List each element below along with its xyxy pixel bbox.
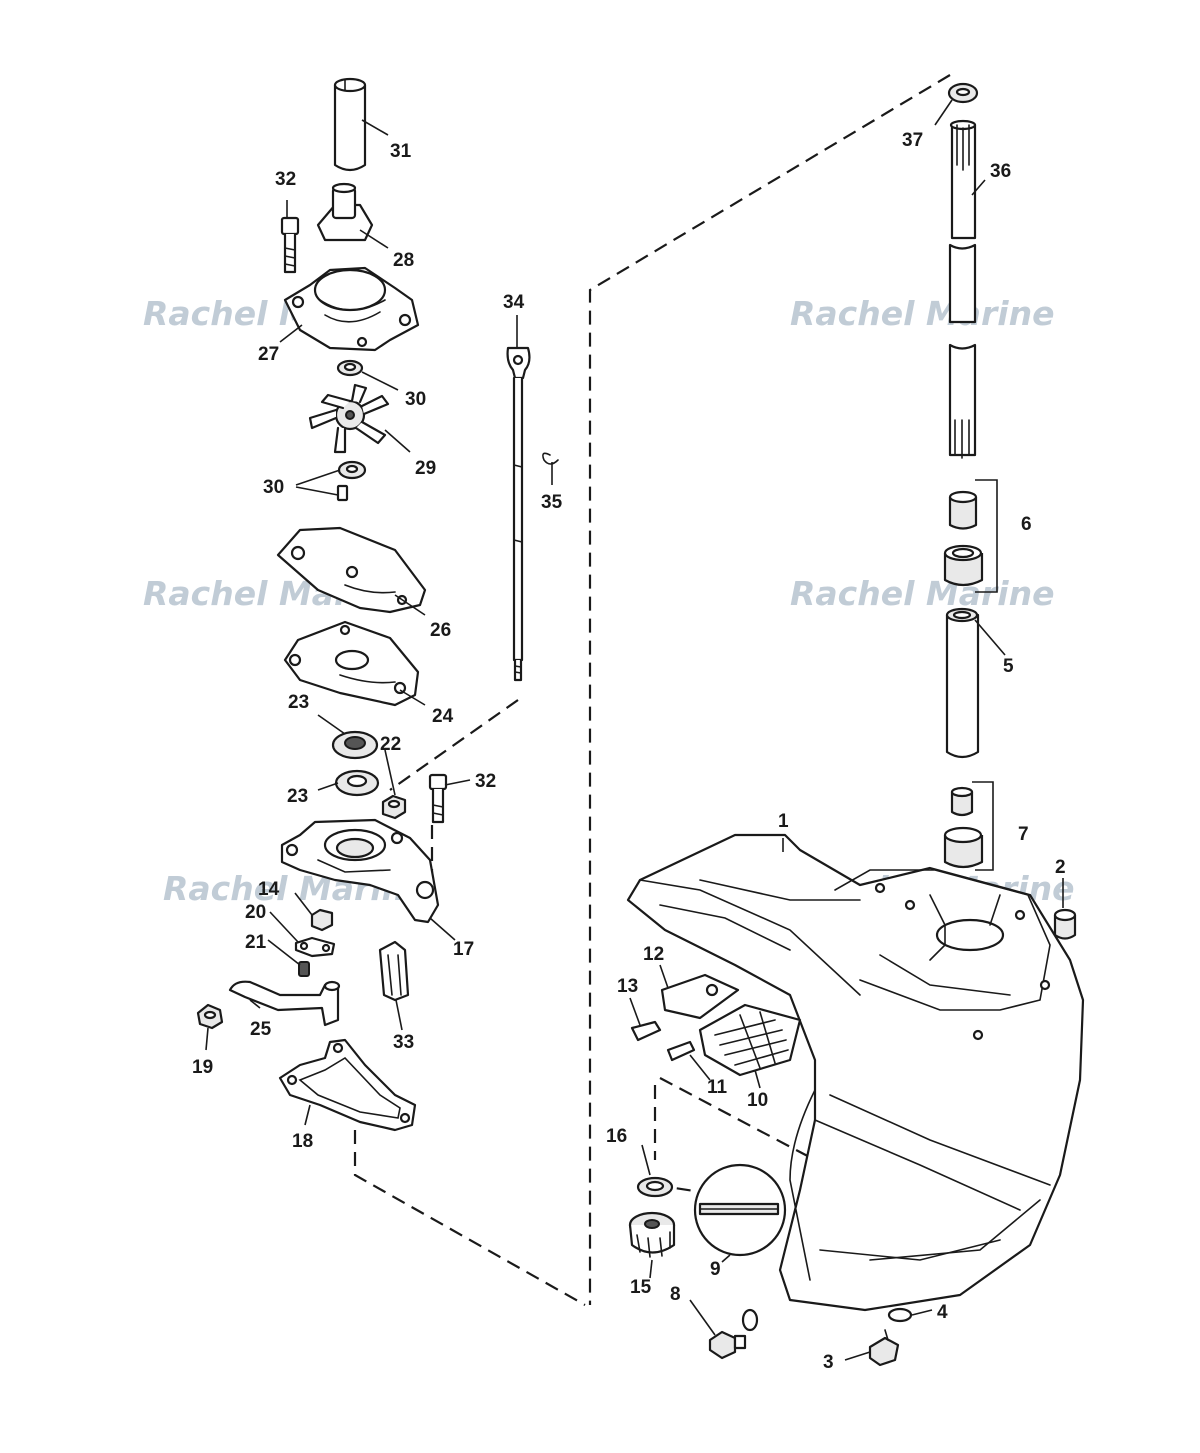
- part-13-screw: [630, 1020, 662, 1042]
- part-8-screw: [708, 1330, 747, 1360]
- part-label: 8: [670, 1284, 681, 1305]
- part-label: 17: [453, 939, 474, 960]
- part-label: 34: [503, 292, 525, 313]
- part-26-plate: [276, 526, 427, 614]
- part-32-bolt: [280, 216, 300, 274]
- part-1-gear-housing: [626, 833, 1085, 1312]
- part-label: 23: [287, 786, 308, 807]
- part-33-seal: [378, 940, 410, 1002]
- part-label: 2: [1055, 857, 1066, 878]
- part-label: 36: [990, 161, 1011, 182]
- part-19-nut: [196, 1003, 224, 1030]
- part-label: 20: [245, 902, 266, 923]
- part-label: 26: [430, 620, 451, 641]
- part-label: 16: [606, 1126, 627, 1147]
- part-20-clip: [294, 936, 336, 958]
- part-4-o-ring: [887, 1307, 913, 1323]
- part-23-seal-upper: [331, 730, 379, 760]
- part-label: 35: [541, 492, 563, 513]
- part-22-nut: [381, 794, 407, 820]
- part-label: 18: [292, 1131, 313, 1152]
- part-label: 30: [405, 389, 426, 410]
- part-label: 4: [937, 1302, 948, 1323]
- part-label: 13: [617, 976, 638, 997]
- part-label: 32: [275, 169, 296, 190]
- part-24-gasket: [283, 620, 420, 707]
- part-label: 29: [415, 458, 436, 479]
- part-label: 14: [258, 879, 280, 900]
- part-label: 3: [823, 1352, 834, 1373]
- part-7-bushing-set: [943, 781, 994, 871]
- part-label: 5: [1003, 656, 1014, 677]
- part-6-bearing-set: [943, 479, 998, 593]
- part-label: 22: [380, 734, 401, 755]
- part-label: 6: [1021, 514, 1032, 535]
- part-30-washer-key: [336, 460, 367, 502]
- part-label: 10: [747, 1090, 768, 1111]
- part-label: 19: [192, 1057, 213, 1078]
- part-18-gasket: [278, 1038, 417, 1132]
- part-27-pump-housing: [283, 266, 420, 352]
- part-label: 1: [778, 811, 789, 832]
- part-label: 15: [630, 1277, 652, 1298]
- part-23-seal-lower: [334, 769, 380, 797]
- part-3-screw: [868, 1329, 900, 1367]
- leader-lines: [205, 99, 1064, 1361]
- part-37-washer: [947, 82, 979, 104]
- part-36-drive-shaft: [948, 119, 977, 459]
- part-34-shift-rod: [506, 346, 531, 682]
- part-label: 7: [1018, 824, 1029, 845]
- part-30-washer: [336, 359, 364, 377]
- part-label: 21: [245, 932, 267, 953]
- watermark: Rachel Marine: [790, 574, 1054, 613]
- part-label: 30: [263, 477, 284, 498]
- part-label: 23: [288, 692, 309, 713]
- part-label: 28: [393, 250, 414, 271]
- part-label: 25: [250, 1019, 272, 1040]
- part-14-nut: [310, 908, 334, 932]
- part-5-tube: [945, 607, 980, 759]
- part-10-strainer: [698, 1003, 802, 1077]
- part-12-anode-plate: [660, 973, 740, 1020]
- part-label: 37: [902, 130, 923, 151]
- part-11-screw: [666, 1040, 696, 1062]
- part-25-tube: [228, 980, 341, 1027]
- part-label: 31: [390, 141, 412, 162]
- part-32-bolt-right: [428, 773, 448, 824]
- part-17-housing: [280, 818, 440, 924]
- part-label: 27: [258, 344, 279, 365]
- part-label: 9: [710, 1259, 721, 1280]
- part-label: 24: [432, 706, 454, 727]
- part-21-screw: [298, 961, 310, 977]
- part-16-washer: [636, 1176, 674, 1198]
- watermarks: Rachel Marine Rachel Marine Rachel Marin…: [143, 294, 1074, 908]
- part-2-plug: [1053, 908, 1077, 940]
- part-label: 12: [643, 944, 664, 965]
- part-labels: 31 32 28 27 30 29 30 26 24 23 22 23 32 1…: [192, 130, 1066, 1373]
- part-29-impeller: [308, 383, 390, 454]
- part-15-gear: [628, 1211, 676, 1258]
- watermark: Rachel Marine: [790, 294, 1054, 333]
- part-9-detail-view: [693, 1163, 787, 1257]
- part-label: 33: [393, 1032, 414, 1053]
- part-label: 32: [475, 771, 496, 792]
- part-8-o-ring: [741, 1308, 759, 1332]
- part-35-clip: [542, 452, 559, 465]
- part-28-grommet: [316, 182, 374, 242]
- part-31-tube: [333, 77, 367, 172]
- part-label: 11: [707, 1077, 728, 1098]
